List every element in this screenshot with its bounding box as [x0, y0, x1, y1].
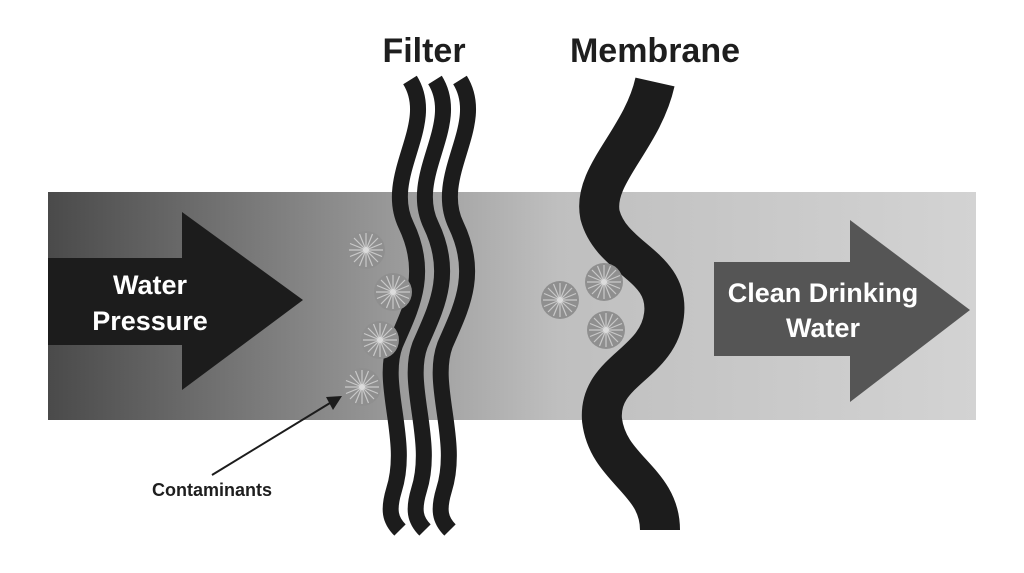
filter-layer-3 — [432, 75, 477, 536]
contaminant-particle — [360, 320, 400, 360]
clean-water-label-line2: Water — [786, 313, 861, 343]
contaminant-particle — [373, 272, 413, 312]
contaminants-pointer-head — [326, 396, 342, 410]
water-pressure-label-line1: Water — [113, 270, 188, 300]
contaminant-particle — [346, 230, 386, 270]
clean-water-arrow — [714, 220, 970, 402]
water-pressure-label-line2: Pressure — [92, 306, 208, 336]
contaminants-pointer — [211, 402, 331, 476]
contaminant-particle — [342, 367, 382, 407]
filter-layer-2 — [407, 75, 452, 536]
clean-water-label-line1: Clean Drinking — [728, 278, 919, 308]
membrane — [579, 76, 685, 532]
contaminant-particle — [586, 310, 626, 350]
contaminant-particle — [584, 262, 624, 302]
filter-layers — [382, 75, 477, 536]
water-pressure-arrow — [48, 212, 303, 390]
contaminant-particle — [540, 280, 580, 320]
membrane-heading: Membrane — [570, 32, 740, 70]
filter-heading: Filter — [382, 32, 465, 70]
contaminants-label: Contaminants — [152, 480, 272, 500]
filter-layer-1 — [382, 75, 427, 536]
